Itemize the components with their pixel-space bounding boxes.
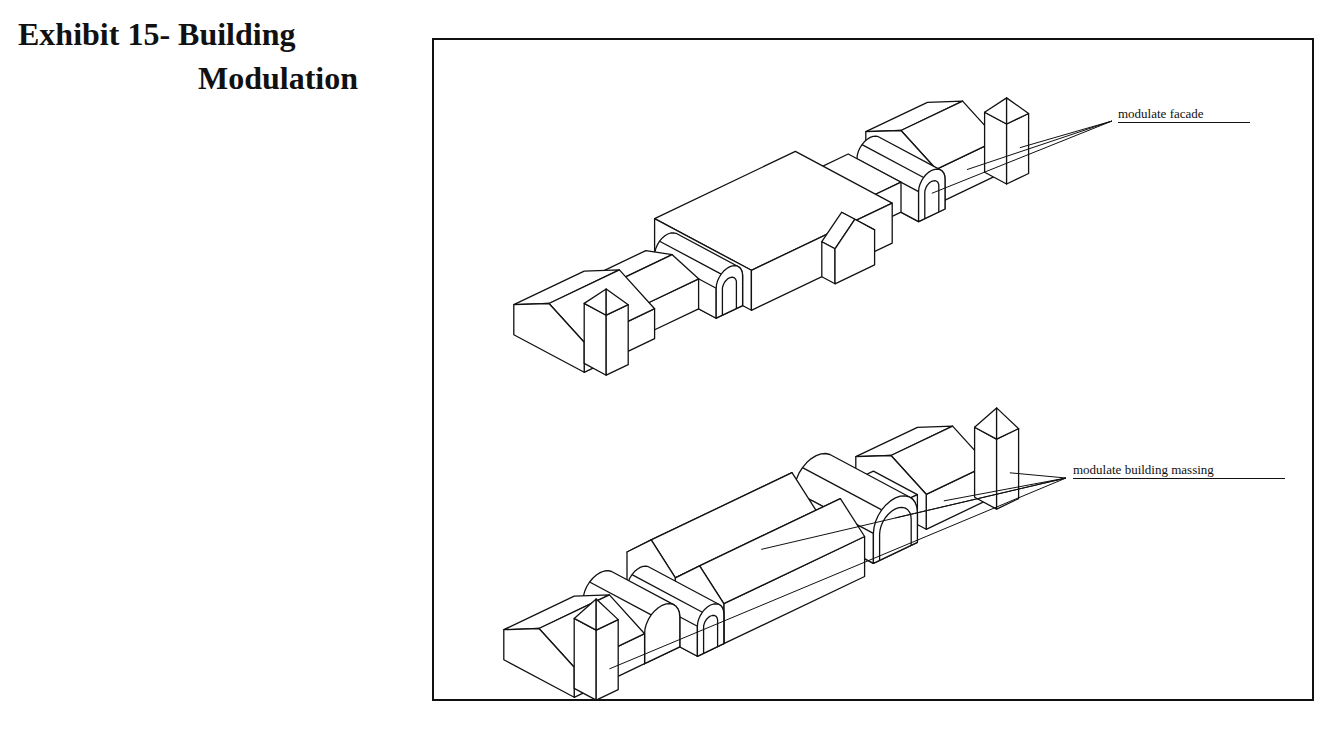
leader-line — [895, 478, 1066, 518]
tower-roof — [574, 599, 596, 630]
gable-end — [504, 629, 574, 698]
tower-roof — [975, 408, 997, 439]
tower-wall — [606, 305, 628, 376]
leader-line — [609, 478, 1066, 669]
arch-opening — [722, 277, 736, 315]
tower-roof — [1007, 98, 1029, 124]
arch-face — [645, 604, 680, 664]
leader-line — [944, 478, 1066, 501]
tower-wall — [574, 618, 596, 700]
tower-wall — [1007, 114, 1029, 185]
gable-end — [835, 219, 875, 283]
tower-roof — [596, 599, 618, 630]
tower-wall — [596, 620, 618, 701]
tower-wall — [985, 112, 1007, 184]
exhibit-title: Exhibit 15- Building Modulation — [18, 12, 398, 100]
leader-line — [1020, 121, 1112, 148]
arch-opening — [925, 181, 939, 219]
front-wall — [751, 203, 892, 310]
tower-roof — [584, 289, 606, 315]
frame — [433, 39, 1313, 700]
tower-wall — [997, 429, 1019, 510]
callout-label: modulate building massing — [1073, 462, 1285, 479]
leader-line — [932, 121, 1112, 193]
leader-line — [1010, 473, 1066, 478]
leader-line — [967, 121, 1112, 170]
arch-opening — [704, 615, 718, 653]
tower-roof — [606, 289, 628, 315]
tower-wall — [584, 303, 606, 375]
arch-face — [919, 169, 945, 222]
tower-roof — [985, 98, 1007, 124]
end-wall — [822, 242, 835, 284]
roof-slope — [700, 499, 865, 604]
buildings — [504, 98, 1029, 700]
leader-line — [761, 478, 1066, 549]
leader-lines — [609, 121, 1112, 669]
arch-face — [716, 266, 742, 319]
gable-end — [514, 304, 584, 373]
tower-roof — [997, 408, 1019, 439]
arch-face — [873, 496, 917, 564]
callout-label: modulate facade — [1118, 106, 1250, 123]
